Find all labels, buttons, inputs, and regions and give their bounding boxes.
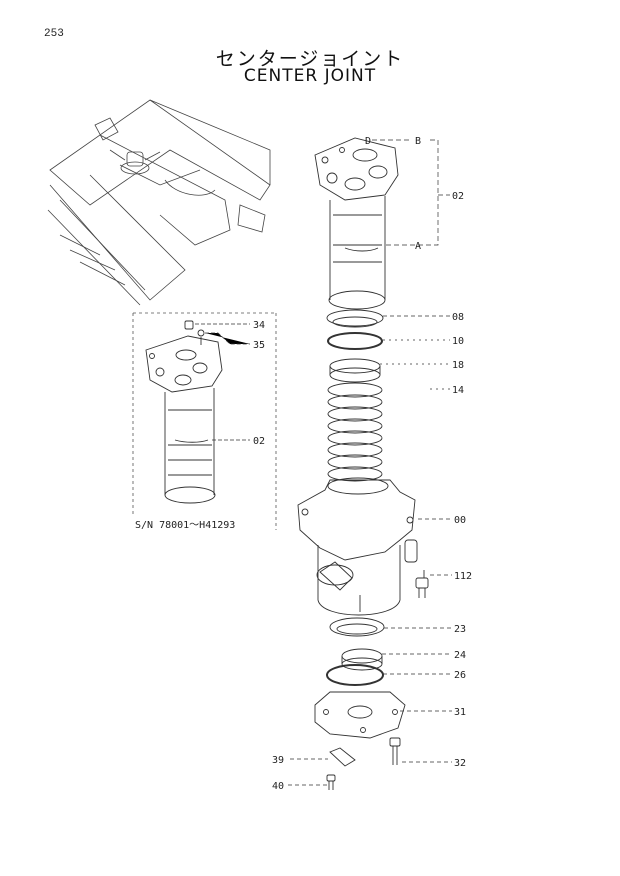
bolt-40 (326, 774, 336, 782)
callout-00: 00 (454, 515, 466, 526)
callout-39: 39 (272, 755, 284, 766)
callout-18: 18 (452, 360, 464, 371)
main-leaders (288, 139, 452, 786)
callout-34: 34 (253, 320, 265, 331)
callout-02-main: 02 (452, 191, 464, 202)
undercarriage-location-view (47, 99, 271, 306)
callout-26: 26 (454, 670, 466, 681)
bolt-32 (389, 737, 401, 747)
inset-center-joint-body (145, 320, 223, 504)
seal-14-a (327, 382, 383, 398)
small-parts (326, 737, 401, 790)
rotor-part-02 (314, 137, 399, 310)
cover-part-31 (314, 691, 406, 739)
callout-08: 08 (452, 312, 464, 323)
callout-40: 40 (272, 781, 284, 792)
title-japanese: センタージョイント (215, 48, 405, 70)
body-part-00 (297, 477, 418, 616)
callout-24: 24 (454, 650, 466, 661)
callout-14: 14 (452, 385, 464, 396)
plate-39 (329, 747, 356, 767)
page-number: 253 (44, 28, 64, 40)
inset-box (132, 312, 277, 530)
callout-B: B (415, 136, 421, 147)
bolt-112 (415, 570, 429, 598)
serial-range-label: S/N 78001～H41293 (135, 520, 235, 531)
inset-leaders (195, 323, 250, 441)
ring-24 (341, 648, 383, 664)
callout-32: 32 (454, 758, 466, 769)
callout-10: 10 (452, 336, 464, 347)
callout-02-inset: 02 (253, 436, 265, 447)
seal-stack (326, 309, 384, 482)
callout-D: D (365, 136, 371, 147)
ring-23 (329, 617, 385, 637)
lower-seals (326, 617, 385, 686)
ring-08 (326, 309, 384, 327)
callout-112: 112 (454, 571, 472, 582)
o-ring-10 (327, 332, 383, 350)
title-english: CENTER JOINT (243, 66, 377, 86)
callout-35: 35 (253, 340, 265, 351)
ring-18 (329, 358, 381, 374)
callout-23: 23 (454, 624, 466, 635)
callout-31: 31 (454, 707, 466, 718)
callout-A: A (415, 241, 421, 252)
o-ring-26 (326, 664, 384, 686)
